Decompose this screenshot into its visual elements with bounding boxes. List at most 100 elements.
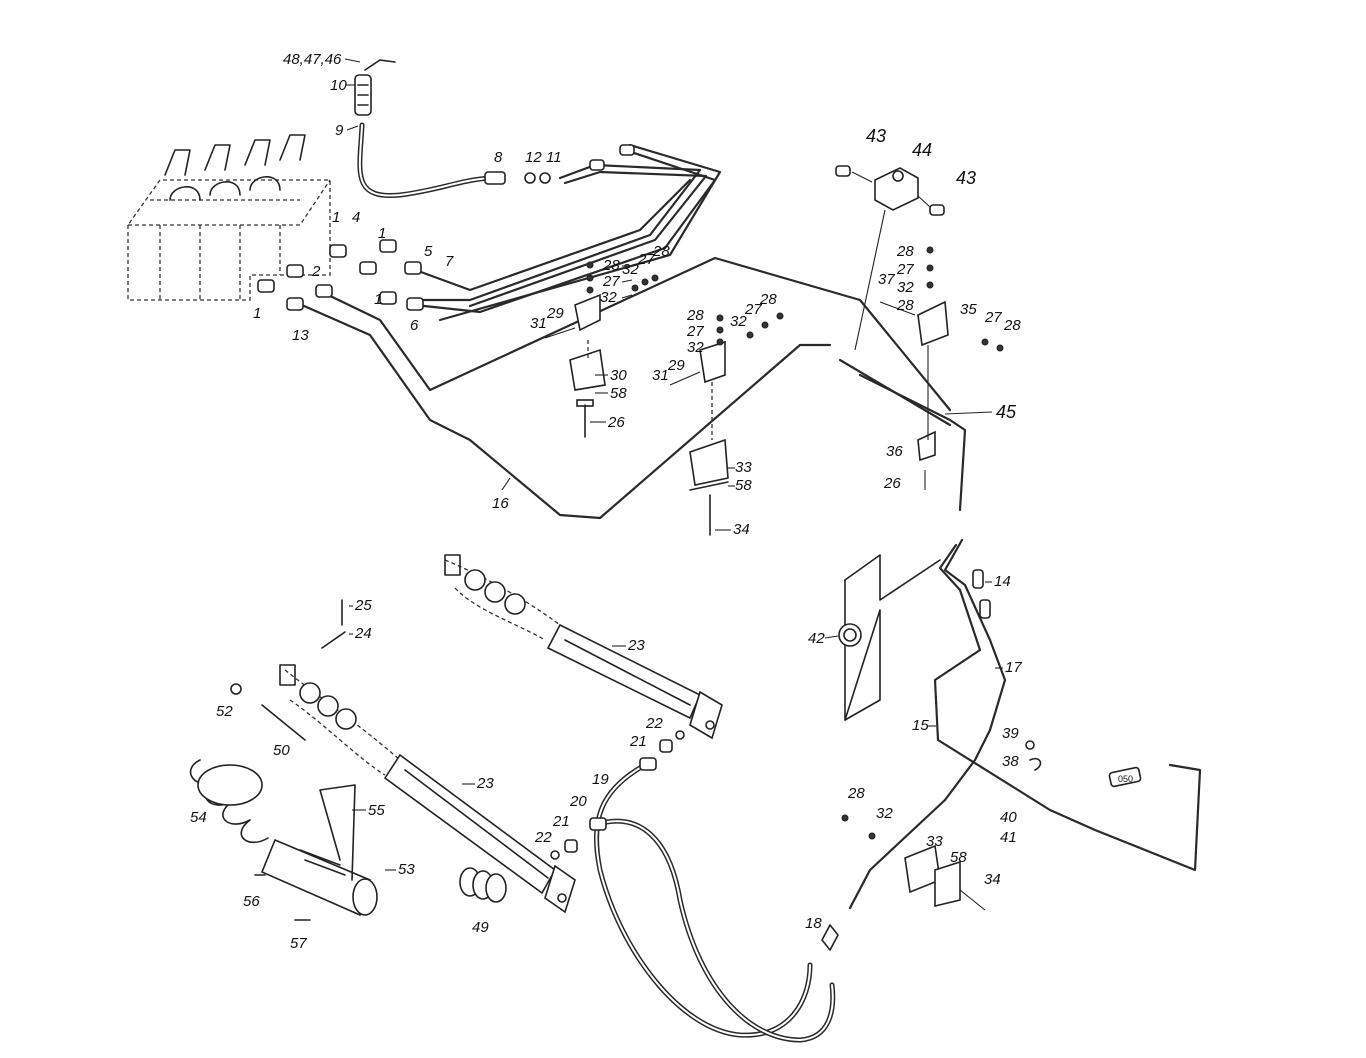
spring-assembly [189,599,507,921]
label-45: 45 [996,402,1017,422]
label-39: 39 [1002,725,1019,742]
label-21-b: 21 [552,813,570,830]
label-34-b: 34 [984,871,1001,888]
label-22-b: 22 [534,829,552,846]
label-50: 50 [273,742,290,759]
label-37: 37 [878,271,895,288]
label-23-a: 23 [627,637,645,654]
label-10: 10 [330,77,347,94]
label-42: 42 [808,630,825,647]
label-32-f: 32 [876,805,893,822]
label-38: 38 [1002,753,1019,770]
label-7: 7 [445,253,454,270]
label-41: 41 [1000,829,1017,846]
label-16: 16 [492,495,509,512]
label-27-e: 27 [896,261,914,278]
label-53: 53 [398,861,415,878]
label-56: 56 [243,893,260,910]
label-28-h: 28 [847,785,865,802]
tee-fitting-assembly [835,165,945,351]
upper-fittings [257,59,635,311]
label-58-b: 58 [735,477,752,494]
label-18: 18 [805,915,822,932]
label-6: 6 [410,317,419,334]
mount-assembly-lower [821,814,986,951]
label-44: 44 [912,140,932,160]
label-21-a: 21 [629,733,647,750]
mount-assembly-left [544,261,659,438]
label-26-a: 26 [607,414,625,431]
label-4: 4 [352,209,360,226]
label-36: 36 [886,443,903,460]
label-58-a: 58 [610,385,627,402]
label-28-g: 28 [1003,317,1021,334]
tag-050: 050 [1118,774,1133,784]
label-28-a: 28 [602,257,620,274]
label-20: 20 [569,793,587,810]
label-28-d: 28 [759,291,777,308]
mounting-plate [838,554,941,721]
label-35: 35 [960,301,977,318]
label-32-a: 32 [600,289,617,306]
label-23-b: 23 [476,775,494,792]
label-30: 30 [610,367,627,384]
label-27-d: 27 [744,301,762,318]
label-27-a: 27 [602,273,620,290]
label-14: 14 [994,573,1011,590]
label-31-b: 31 [652,367,669,384]
label-27-c: 27 [686,323,704,340]
label-33-a: 33 [735,459,752,476]
label-32-c: 32 [687,339,704,356]
label-22-a: 22 [645,715,663,732]
label-55: 55 [368,802,385,819]
label-9: 9 [335,122,344,139]
label-49: 49 [472,919,489,936]
label-29-a: 29 [546,305,564,322]
label-29-b: 29 [667,357,685,374]
label-28-b: 28 [652,243,670,260]
label-1-d: 1 [253,305,261,322]
label-58-c: 58 [950,849,967,866]
label-52: 52 [216,703,233,720]
label-27-b: 27 [637,251,655,268]
label-57: 57 [290,935,307,952]
lower-hoses [550,730,836,1043]
label-40: 40 [1000,809,1017,826]
label-27-f: 27 [984,309,1002,326]
label-33-b: 33 [926,833,943,850]
label-12: 12 [525,149,542,166]
right-pipes [848,538,1202,910]
label-34-a: 34 [733,521,750,538]
label-28-c: 28 [686,307,704,324]
label-1-b: 1 [378,225,386,242]
label-26-b: 26 [883,475,901,492]
mount-assembly-middle [669,312,784,536]
mount-assembly-right [879,246,1004,490]
label-48-47-46: 48,47,46 [283,51,342,68]
label-54: 54 [190,809,207,826]
label-28-f: 28 [896,297,914,314]
label-28-e: 28 [896,243,914,260]
label-8: 8 [494,149,503,166]
upper-pipes [293,122,967,520]
label-5: 5 [424,243,433,260]
part-number-labels: 48,47,46 10 9 8 12 11 1 4 1 5 7 2 1 1 6 … [190,51,1133,952]
label-19: 19 [592,771,609,788]
label-25: 25 [354,597,372,614]
label-1-a: 1 [332,209,340,226]
label-31-a: 31 [530,315,547,332]
label-43-a: 43 [866,126,886,146]
label-2: 2 [311,263,321,280]
lift-cylinder-lower [279,664,576,914]
label-32-b: 32 [622,261,639,278]
label-15: 15 [912,717,929,734]
label-43-b: 43 [956,168,976,188]
lift-cylinder-upper [444,554,723,740]
label-13: 13 [292,327,309,344]
leader-lines [344,58,1003,871]
label-17: 17 [1005,659,1022,676]
label-1-c: 1 [374,291,382,308]
label-24: 24 [354,625,372,642]
label-11: 11 [546,149,562,166]
